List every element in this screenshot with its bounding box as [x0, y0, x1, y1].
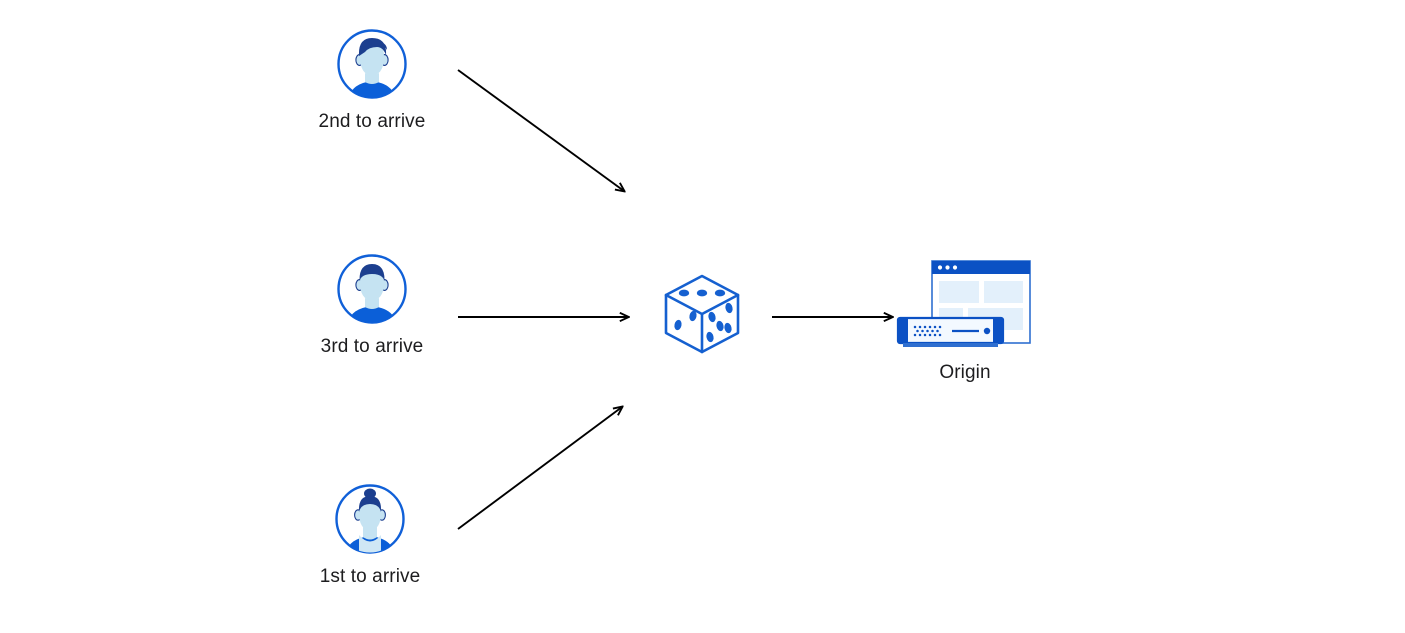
arrow-2nd-to-dice: [457, 69, 624, 191]
dice-icon: [656, 268, 748, 360]
user-avatar-icon: [335, 27, 409, 101]
node-visitor-3rd[interactable]: 3rd to arrive: [299, 252, 445, 358]
node-visitor-1st[interactable]: 1st to arrive: [297, 482, 443, 588]
server-device-icon: [896, 316, 1005, 347]
node-label-origin: Origin: [939, 362, 991, 383]
user-avatar-icon: [335, 252, 409, 326]
node-label-visitor-3rd: 3rd to arrive: [320, 336, 424, 357]
origin-server-icon: [895, 258, 1035, 356]
node-visitor-2nd[interactable]: 2nd to arrive: [299, 27, 445, 133]
node-label-visitor-1st: 1st to arrive: [319, 566, 421, 587]
node-randomizer[interactable]: [656, 268, 748, 370]
node-label-visitor-2nd: 2nd to arrive: [318, 111, 426, 132]
node-origin[interactable]: Origin: [895, 258, 1035, 384]
arrow-1st-to-dice: [457, 407, 622, 530]
user-avatar-icon: [333, 482, 407, 556]
